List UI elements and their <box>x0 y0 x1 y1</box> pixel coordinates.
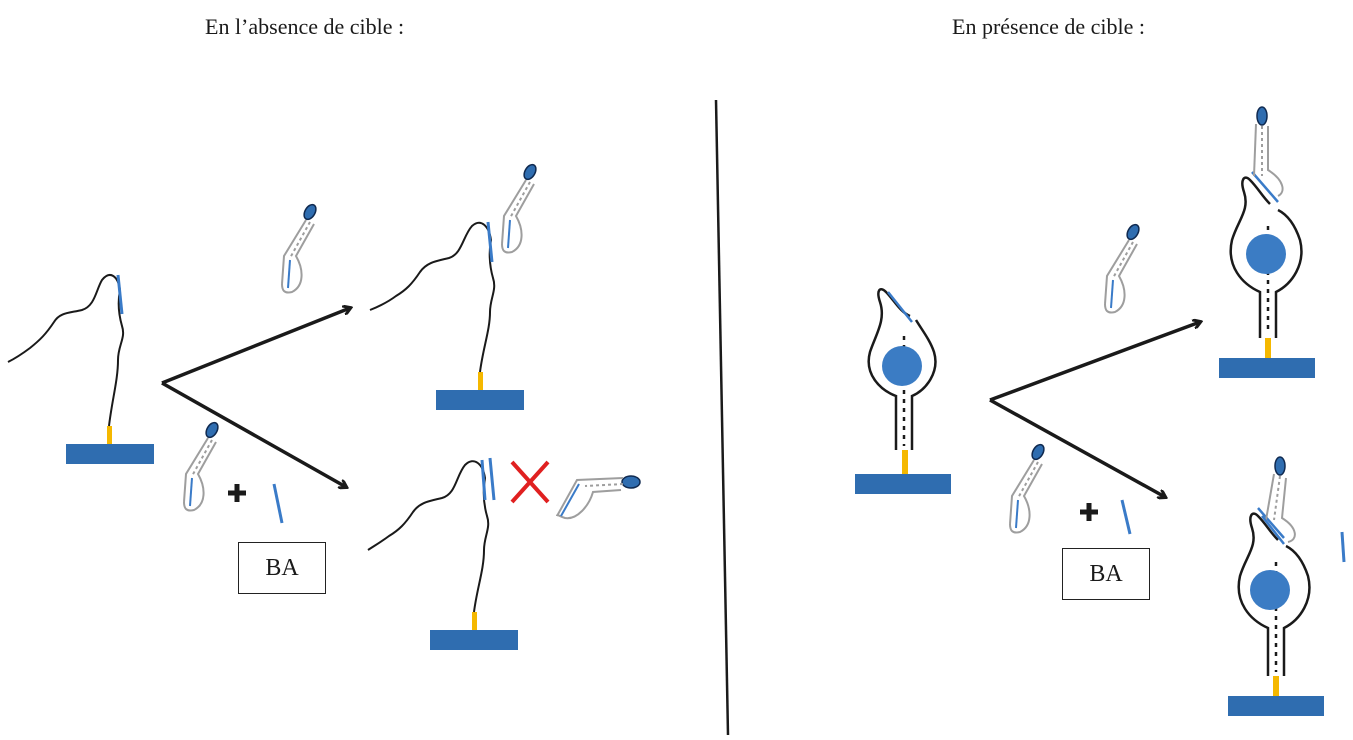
aptamer-strand <box>1237 512 1279 676</box>
probe-free-top <box>281 201 320 294</box>
plus-icon <box>228 484 246 502</box>
arrow-icon <box>161 381 346 487</box>
ba-label-right: BA <box>1062 548 1150 600</box>
reject-cross-icon <box>510 460 550 504</box>
panel-divider <box>714 99 730 736</box>
electrode-surface <box>66 444 154 464</box>
complementary-segment <box>116 274 124 315</box>
anchor-linker <box>1265 338 1271 358</box>
electrode-surface <box>1219 358 1315 378</box>
probe-free-right <box>1104 221 1143 314</box>
ba-label-left: BA <box>238 542 326 594</box>
aptamer-strand <box>1274 208 1303 338</box>
probe-ba-left <box>183 419 222 512</box>
aptamer-strand <box>1282 544 1311 676</box>
complementary-segment <box>1251 171 1279 203</box>
anchor-linker <box>1273 676 1279 696</box>
arrow-icon <box>989 322 1200 402</box>
complementary-segment <box>887 291 913 323</box>
heading-presence: En présence de cible : <box>952 14 1146 39</box>
arrow-icon <box>989 398 1165 497</box>
complementary-segment <box>480 459 487 501</box>
probe-ba-right <box>1009 441 1048 534</box>
aptamer-free-left <box>7 274 154 464</box>
blocking-agent-strand <box>272 483 284 524</box>
aptamer-target-probe-displaced <box>1228 456 1346 716</box>
arrow-icon <box>161 308 350 385</box>
electrode-surface <box>436 390 524 410</box>
probe-rejected <box>556 475 641 520</box>
blocking-agent-strand <box>1340 531 1346 563</box>
complementary-segment <box>486 221 494 263</box>
aptamer-target-complex <box>855 288 951 494</box>
heading-absence: En l’absence de cible : <box>205 14 405 39</box>
aptamer-probe-bound <box>369 161 540 410</box>
probe-bound-vertical <box>1261 456 1296 545</box>
aptamer-strand <box>369 221 496 373</box>
aptamer-strand <box>1229 176 1271 338</box>
aptamer-strand <box>7 274 125 427</box>
aptamer-blocked <box>367 457 641 650</box>
anchor-linker <box>478 372 483 390</box>
blocking-agent-strand <box>488 457 496 501</box>
anchor-linker <box>472 612 477 630</box>
blocking-agent-strand <box>1120 499 1132 535</box>
complementary-segment <box>1257 507 1285 539</box>
probe-bound <box>501 161 540 254</box>
electrode-surface <box>1228 696 1324 716</box>
target-molecule <box>1246 234 1286 274</box>
aptamer-target-probe-bound <box>1219 106 1315 378</box>
target-molecule <box>1250 570 1290 610</box>
anchor-linker <box>902 450 908 474</box>
target-molecule <box>882 346 922 386</box>
aptamer-strand <box>910 319 937 450</box>
electrode-surface <box>855 474 951 494</box>
anchor-linker <box>107 426 112 444</box>
probe-bound-vertical <box>1253 106 1284 197</box>
electrode-surface <box>430 630 518 650</box>
aptamer-strand <box>367 460 490 613</box>
plus-icon <box>1080 503 1098 521</box>
